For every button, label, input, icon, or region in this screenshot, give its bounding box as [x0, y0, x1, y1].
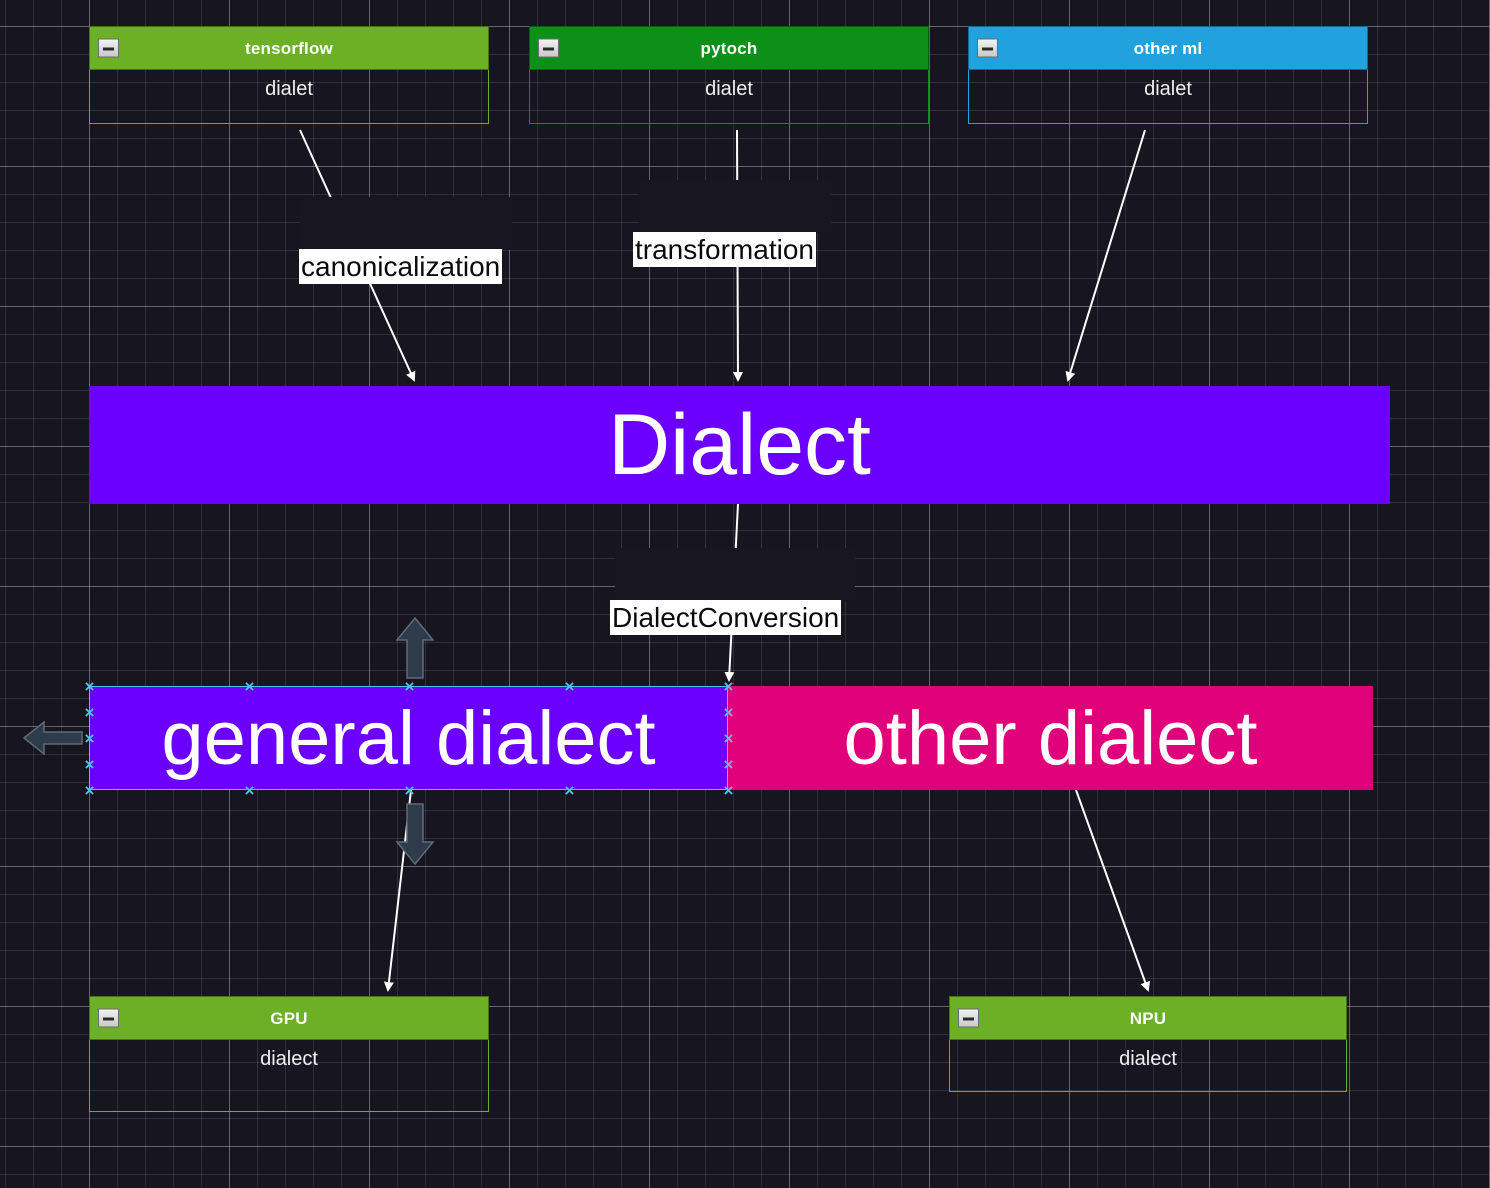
block-other-dialect[interactable]: other dialect [728, 686, 1373, 790]
minus-icon[interactable] [958, 1008, 979, 1028]
edge-label-backdrop-canonicalization [300, 197, 512, 250]
selection-handle-right-q1[interactable] [721, 705, 736, 720]
selection-handle-bottom-left[interactable] [82, 783, 97, 798]
block-general-dialect[interactable]: general dialect [89, 686, 728, 790]
edge-other-ml-to-dialect [1065, 129, 1146, 382]
node-npu-body-text: dialect [1119, 1048, 1177, 1070]
node-gpu-body: dialect [89, 1040, 489, 1112]
selection-handle-top-right[interactable] [721, 679, 736, 694]
block-dialect-label: Dialect [608, 396, 871, 493]
node-gpu-header[interactable]: GPU [89, 996, 489, 1040]
node-pytorch-header[interactable]: pytoch [529, 26, 929, 70]
selection-handle-right-q3[interactable] [721, 757, 736, 772]
selection-handle-top-q1[interactable] [242, 679, 257, 694]
arrow-down-icon [395, 803, 435, 866]
edge-label-transformation[interactable]: transformation [633, 232, 816, 268]
node-pytorch-body-text: dialet [705, 78, 753, 100]
node-tensorflow[interactable]: tensorflow dialet [89, 26, 489, 124]
block-dialect[interactable]: Dialect [89, 386, 1390, 504]
node-npu[interactable]: NPU dialect [949, 996, 1347, 1092]
edge-other-dialect-to-npu [1075, 789, 1150, 992]
node-other-ml-header[interactable]: other ml [968, 26, 1368, 70]
selection-handle-bottom-q3[interactable] [562, 783, 577, 798]
node-other-ml-title: other ml [1133, 39, 1203, 58]
node-pytorch-title: pytoch [700, 39, 758, 58]
minus-icon[interactable] [977, 38, 998, 58]
arrow-up-icon [395, 616, 435, 679]
node-tensorflow-header[interactable]: tensorflow [89, 26, 489, 70]
selection-handle-top-left[interactable] [82, 679, 97, 694]
node-other-ml-body: dialet [968, 70, 1368, 124]
edge-label-canonicalization-text: canonicalization [301, 251, 501, 282]
edge-label-transformation-text: transformation [635, 234, 814, 265]
node-tensorflow-body-text: dialet [265, 78, 313, 100]
node-pytorch-body: dialet [529, 70, 929, 124]
node-gpu[interactable]: GPU dialect [89, 996, 489, 1112]
minus-icon[interactable] [98, 38, 119, 58]
node-tensorflow-title: tensorflow [245, 39, 333, 58]
selection-handle-bottom-q1[interactable] [242, 783, 257, 798]
node-other-ml-body-text: dialet [1144, 78, 1192, 100]
node-gpu-body-text: dialect [260, 1048, 318, 1070]
minus-icon[interactable] [538, 38, 559, 58]
node-npu-title: NPU [1129, 1009, 1167, 1028]
selection-handle-right-center[interactable] [721, 731, 736, 746]
node-other-ml[interactable]: other ml dialet [968, 26, 1368, 124]
node-pytorch[interactable]: pytoch dialet [529, 26, 929, 124]
node-gpu-title: GPU [270, 1009, 308, 1028]
arrow-left-icon [22, 720, 83, 756]
minus-icon[interactable] [98, 1008, 119, 1028]
selection-handle-bottom-center[interactable] [402, 783, 417, 798]
block-general-dialect-label: general dialect [161, 695, 656, 781]
edge-label-canonicalization[interactable]: canonicalization [299, 249, 503, 285]
node-npu-header[interactable]: NPU [949, 996, 1347, 1040]
edge-label-backdrop-transformation [639, 180, 831, 233]
block-other-dialect-label: other dialect [843, 695, 1258, 781]
node-tensorflow-body: dialet [89, 70, 489, 124]
node-npu-body: dialect [949, 1040, 1347, 1092]
selection-handle-bottom-right[interactable] [721, 783, 736, 798]
edge-label-dialect-conversion-text: DialectConversion [612, 602, 840, 633]
selection-handle-top-q3[interactable] [562, 679, 577, 694]
edge-label-dialect-conversion[interactable]: DialectConversion [610, 600, 842, 636]
edge-label-backdrop-dialect-conversion [615, 548, 855, 601]
